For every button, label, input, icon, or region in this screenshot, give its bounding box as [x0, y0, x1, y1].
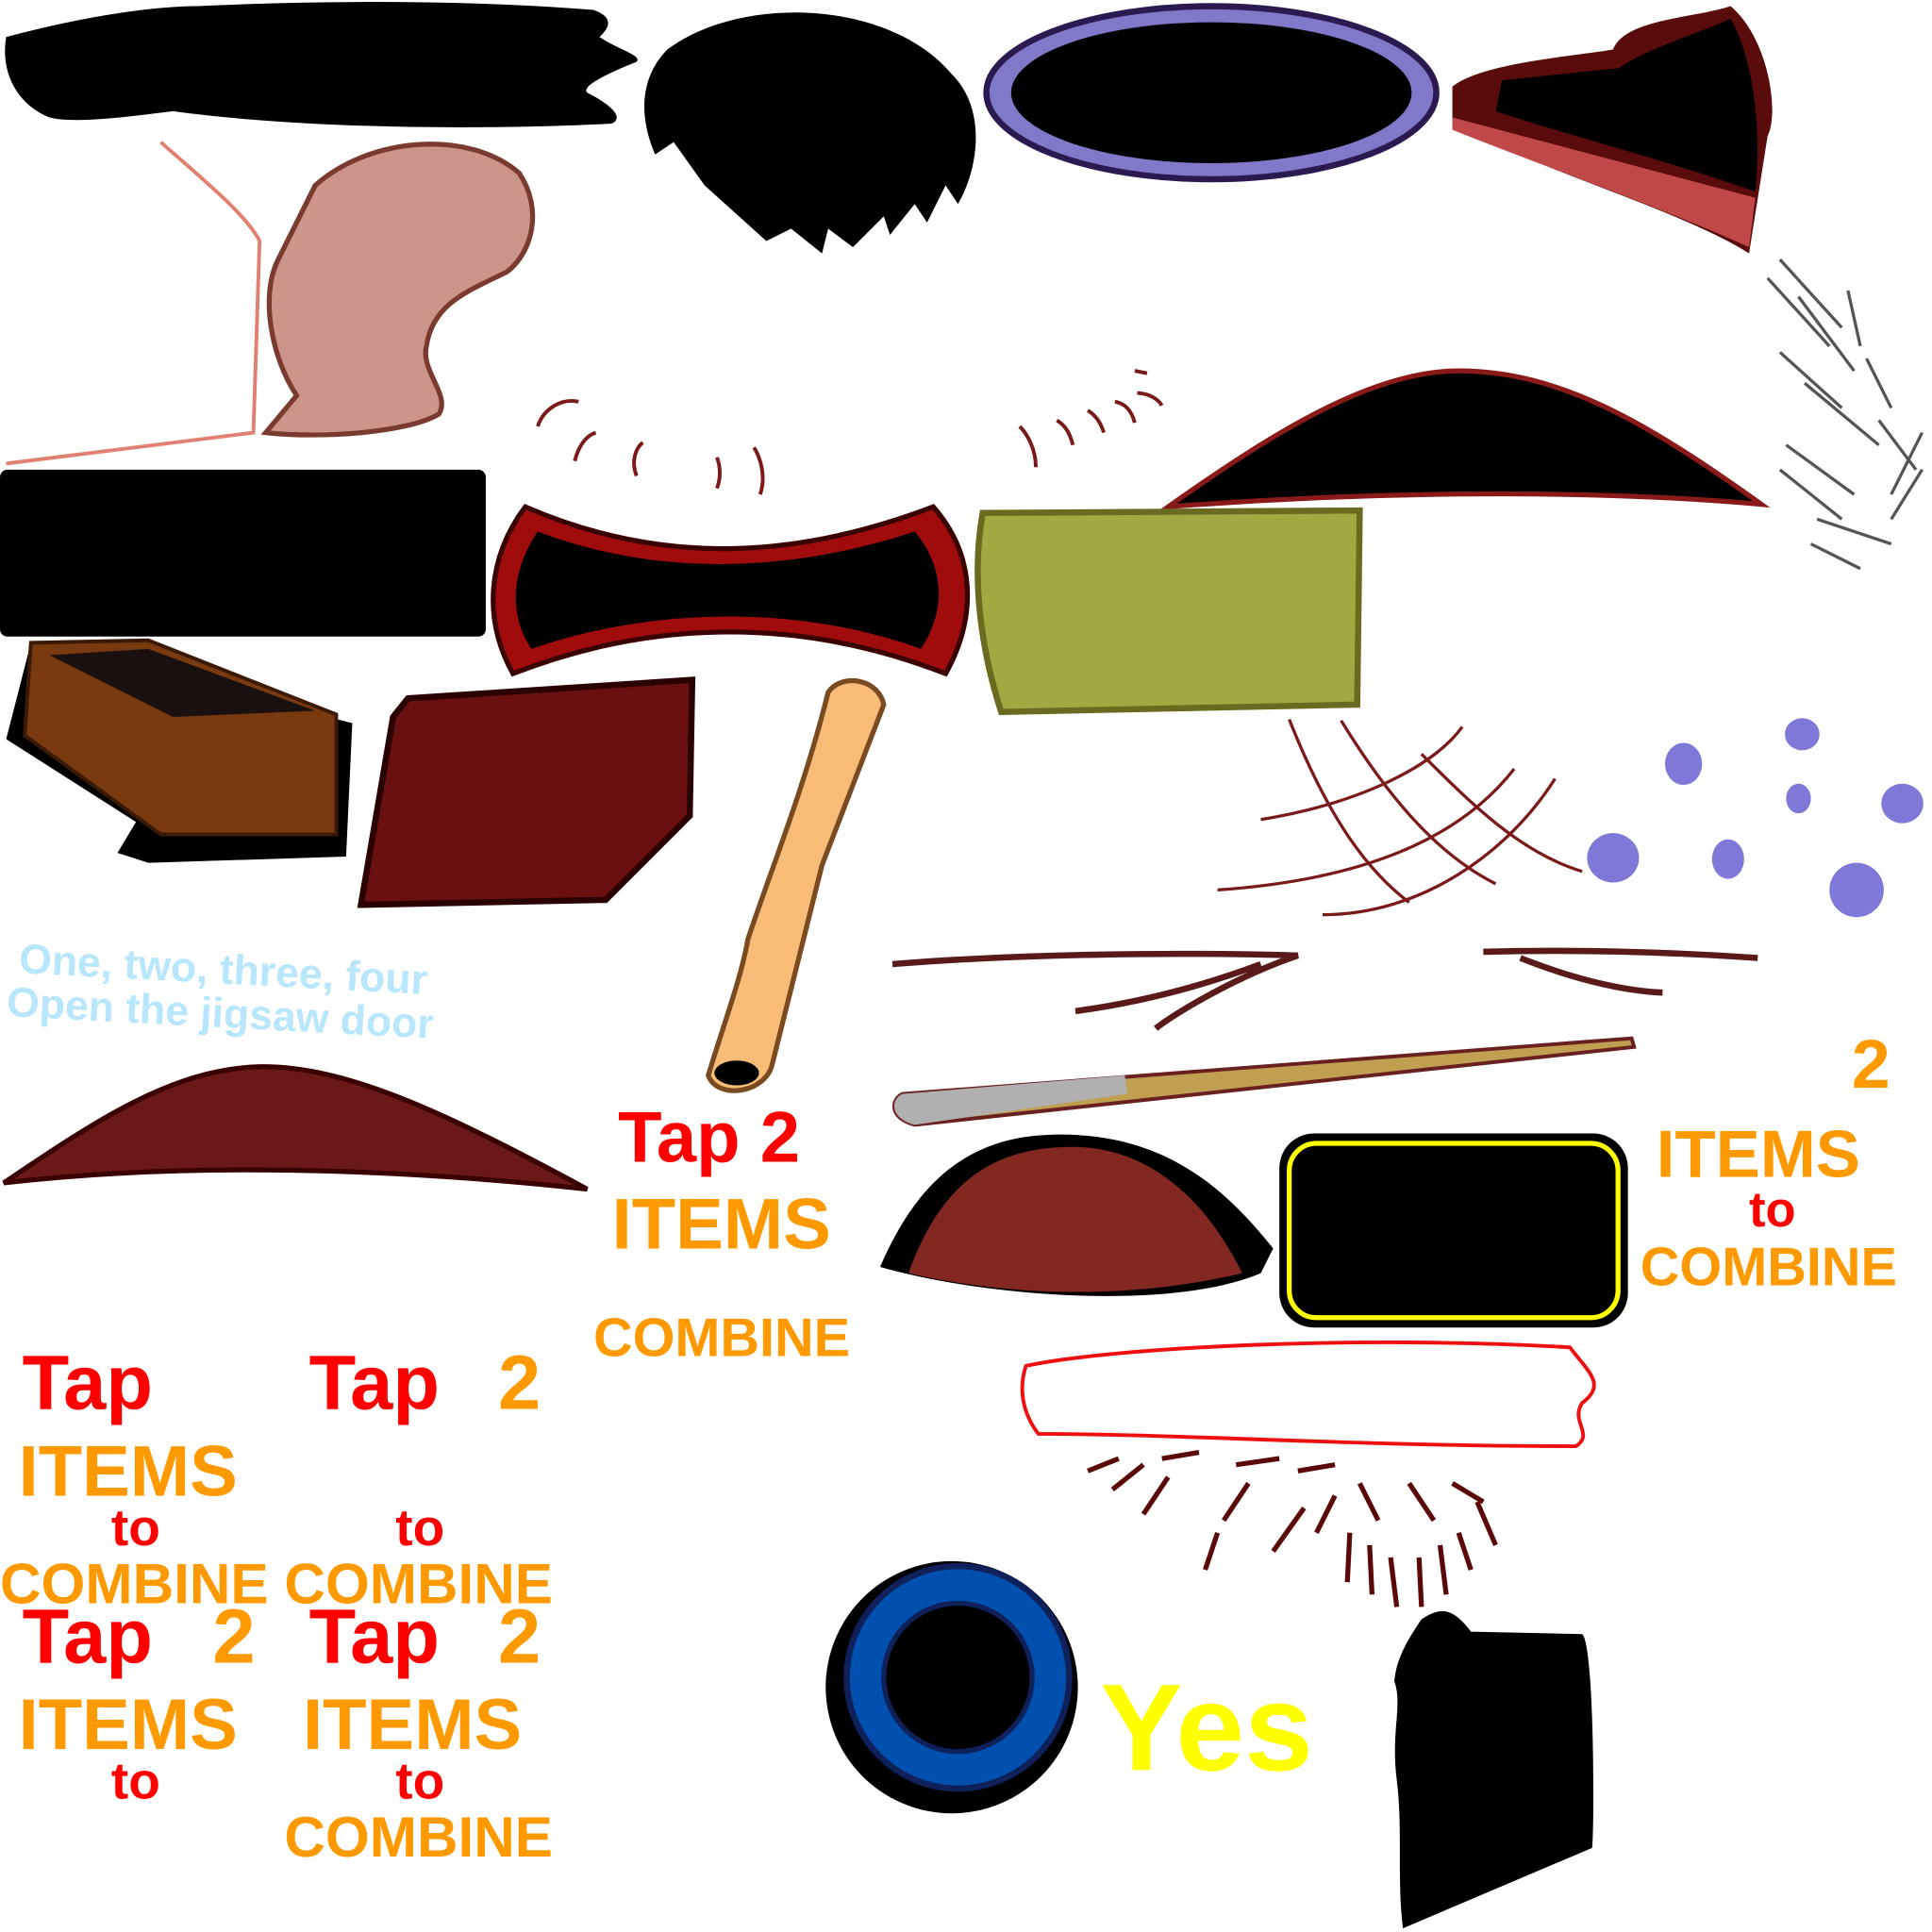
black-oval: [1010, 22, 1412, 163]
hint-b-to: to: [1749, 1183, 1795, 1238]
black-tall-shape: [1394, 1610, 1594, 1929]
grass-strokes: [1766, 258, 1924, 571]
hint-f-tap: Tap: [309, 1593, 440, 1679]
red-bone-inner: [515, 531, 940, 649]
brow-line-right: [1483, 947, 1758, 996]
black-cloud-shape: [5, 2, 638, 127]
hint-b-number: 2: [1852, 1025, 1890, 1103]
maroon-mound: [2, 1064, 589, 1192]
hint-d-number: 2: [498, 1341, 541, 1426]
sword-blade: [893, 1074, 1127, 1125]
hint-text-a: Tap 2 ITEMS COMBINE: [593, 1098, 850, 1369]
hint-c-tap: Tap: [23, 1341, 153, 1426]
hint-text-e: Tap 2 ITEMS to: [19, 1593, 256, 1809]
hint-text-c: Tap ITEMS to COMBINE: [0, 1341, 269, 1616]
crate-top: [49, 648, 316, 717]
rope-line: [6, 141, 262, 466]
hint-a-items: ITEMS: [612, 1184, 831, 1264]
pink-sack-shape: [260, 142, 536, 438]
hint-e-items: ITEMS: [19, 1685, 238, 1765]
hint-a-tap: Tap 2: [618, 1098, 800, 1178]
dark-mound-shape: [1158, 368, 1771, 510]
hint-a-combine: COMBINE: [593, 1307, 850, 1368]
hint-e-tap: Tap: [23, 1593, 153, 1679]
red-hat-brim: [1452, 117, 1756, 248]
maroon-panel: [357, 676, 696, 908]
black-yellow-frame: [1279, 1133, 1628, 1328]
hint-text-d: Tap 2 to COMBINE: [284, 1341, 553, 1616]
black-rectangle: [0, 469, 486, 637]
red-outline-scroll: [1020, 1340, 1596, 1449]
dark-red-strokes: [1087, 1450, 1498, 1607]
blue-ring-hole: [881, 1600, 1035, 1755]
hint-d-tap: Tap: [309, 1341, 440, 1426]
wooden-crate: [23, 638, 339, 837]
curved-strokes-right: [1018, 369, 1164, 468]
hint-b-items: ITEMS: [1657, 1116, 1860, 1191]
crossed-red-lines: [1217, 718, 1583, 917]
sword-stick: [892, 1036, 1637, 1127]
bamboo-hole: [714, 1060, 759, 1086]
hint-c-items: ITEMS: [19, 1431, 238, 1511]
hint-e-to: to: [111, 1751, 160, 1809]
black-hair-shape: [644, 12, 976, 254]
yellow-border: [1287, 1141, 1621, 1321]
dome-fill: [908, 1146, 1242, 1292]
hat-inner: [1495, 18, 1757, 192]
hint-d-combine: COMBINE: [284, 1551, 553, 1615]
yes-label: Yes: [1100, 1657, 1313, 1796]
hint-c-combine: COMBINE: [0, 1551, 269, 1615]
hint-d-to: to: [395, 1498, 444, 1557]
brow-line-left: [891, 950, 1299, 1031]
purple-dots: [1587, 718, 1924, 918]
hint-e-number: 2: [212, 1593, 255, 1679]
olive-panel: [974, 507, 1363, 716]
bamboo-stick: [706, 677, 887, 1093]
hint-f-items: ITEMS: [303, 1685, 522, 1765]
hint-c-to: to: [111, 1498, 160, 1557]
hint-text-f: Tap 2 ITEMS to COMBINE: [284, 1593, 553, 1869]
curved-strokes-left: [536, 399, 765, 495]
hint-b-combine: COMBINE: [1641, 1238, 1897, 1298]
hint-f-to: to: [395, 1751, 444, 1809]
hint-text-b: 2 ITEMS to COMBINE: [1641, 1025, 1897, 1298]
hint-f-combine: COMBINE: [284, 1805, 553, 1869]
hint-f-number: 2: [498, 1593, 541, 1679]
